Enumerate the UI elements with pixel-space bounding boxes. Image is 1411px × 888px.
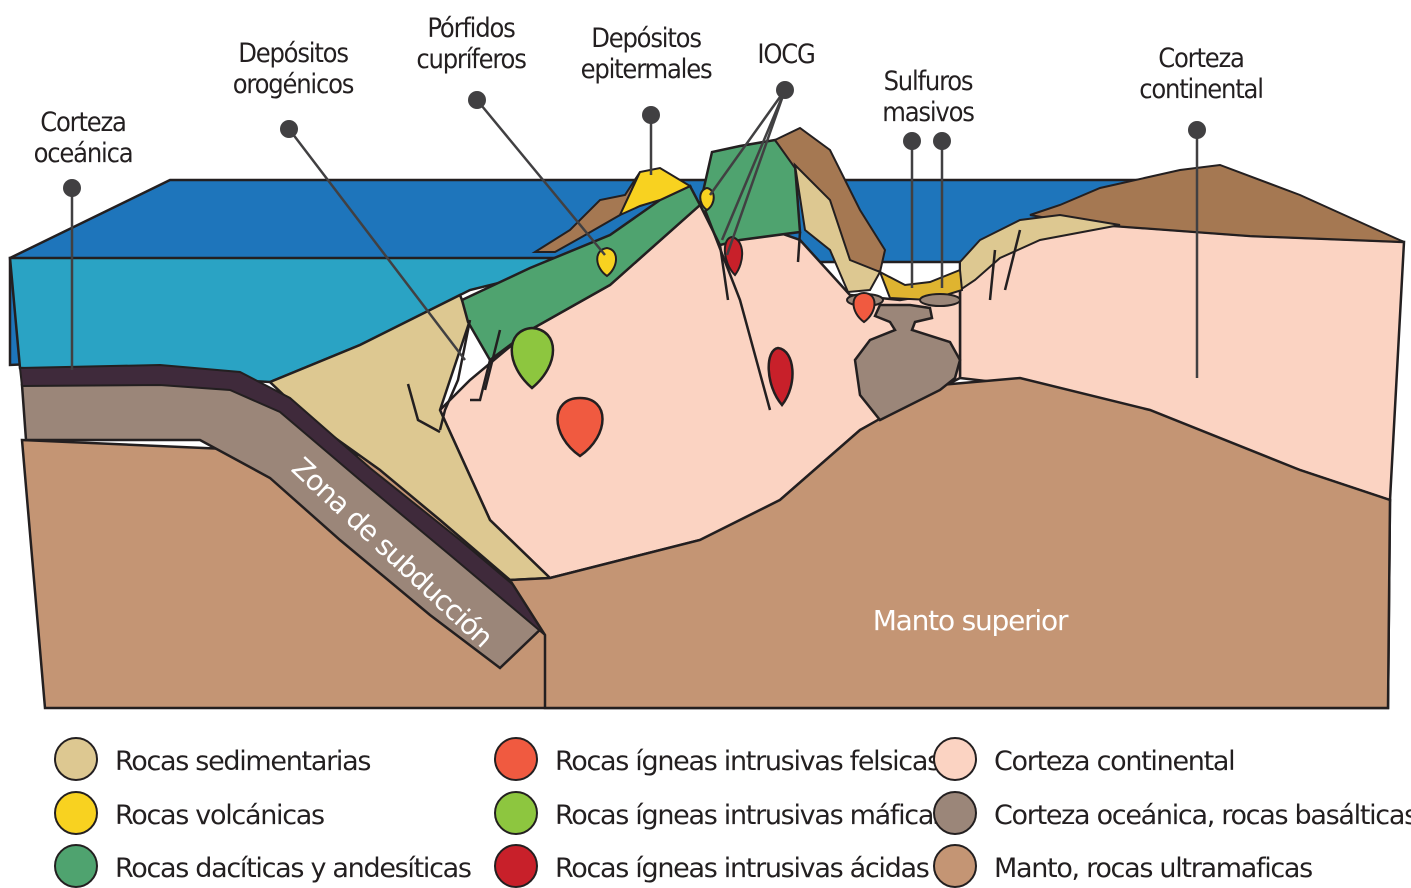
svg-text:masivos: masivos — [882, 97, 974, 128]
legend-item: Manto, rocas ultramaficas — [934, 845, 1312, 887]
svg-text:Corteza oceánica, rocas basált: Corteza oceánica, rocas basálticas — [994, 800, 1411, 831]
svg-text:Sulfuros: Sulfuros — [884, 66, 973, 97]
label-porfidos-cupriferos: Pórfidos cupríferos — [416, 13, 526, 75]
svg-text:IOCG: IOCG — [757, 39, 814, 70]
svg-text:Pórfidos: Pórfidos — [427, 13, 515, 44]
label-corteza-continental: Corteza continental — [1139, 43, 1263, 105]
svg-text:Rocas volcánicas: Rocas volcánicas — [115, 800, 324, 831]
legend-item: Rocas ígneas intrusivas felsicas — [495, 738, 940, 780]
legend-item: Rocas ígneas intrusivas máficas — [495, 792, 946, 834]
legend-item: Rocas sedimentarias — [55, 738, 370, 780]
svg-text:Manto, rocas ultramaficas: Manto, rocas ultramaficas — [994, 853, 1312, 884]
label-iocg: IOCG — [757, 39, 814, 70]
svg-text:Rocas sedimentarias: Rocas sedimentarias — [115, 746, 370, 777]
svg-text:Depósitos: Depósitos — [591, 23, 701, 54]
svg-text:epitermales: epitermales — [581, 54, 712, 85]
svg-text:Corteza: Corteza — [1158, 43, 1244, 74]
legend-item: Rocas dacíticas y andesíticas — [55, 845, 471, 887]
svg-text:Rocas dacíticas y andesíticas: Rocas dacíticas y andesíticas — [115, 853, 471, 884]
svg-text:Rocas ígneas intrusivas felsic: Rocas ígneas intrusivas felsicas — [555, 746, 940, 777]
svg-text:Rocas ígneas intrusivas ácidas: Rocas ígneas intrusivas ácidas — [555, 853, 929, 884]
svg-text:Rocas ígneas intrusivas máfica: Rocas ígneas intrusivas máficas — [555, 800, 946, 831]
svg-text:continental: continental — [1139, 74, 1263, 105]
svg-text:Corteza: Corteza — [40, 107, 126, 138]
svg-text:Depósitos: Depósitos — [238, 38, 348, 69]
label-corteza-oceanica: Corteza oceánica — [34, 107, 133, 169]
legend-item: Corteza oceánica, rocas basálticas — [934, 792, 1411, 834]
svg-text:cupríferos: cupríferos — [416, 44, 526, 75]
label-depositos-orogenicos: Depósitos orogénicos — [233, 38, 354, 100]
conduit-vent-right — [920, 294, 960, 306]
legend-item: Rocas volcánicas — [55, 792, 324, 834]
label-sulfuros-masivos: Sulfuros masivos — [882, 66, 974, 128]
legend: Rocas sedimentarias Rocas volcánicas Roc… — [55, 738, 1411, 887]
svg-text:orogénicos: orogénicos — [233, 69, 354, 100]
legend-item: Rocas ígneas intrusivas ácidas — [495, 845, 929, 887]
svg-text:Corteza continental: Corteza continental — [994, 746, 1234, 777]
label-depositos-epitermales: Depósitos epitermales — [581, 23, 712, 85]
legend-item: Corteza continental — [934, 738, 1234, 780]
label-manto-superior: Manto superior — [873, 604, 1069, 637]
svg-text:oceánica: oceánica — [34, 138, 133, 169]
